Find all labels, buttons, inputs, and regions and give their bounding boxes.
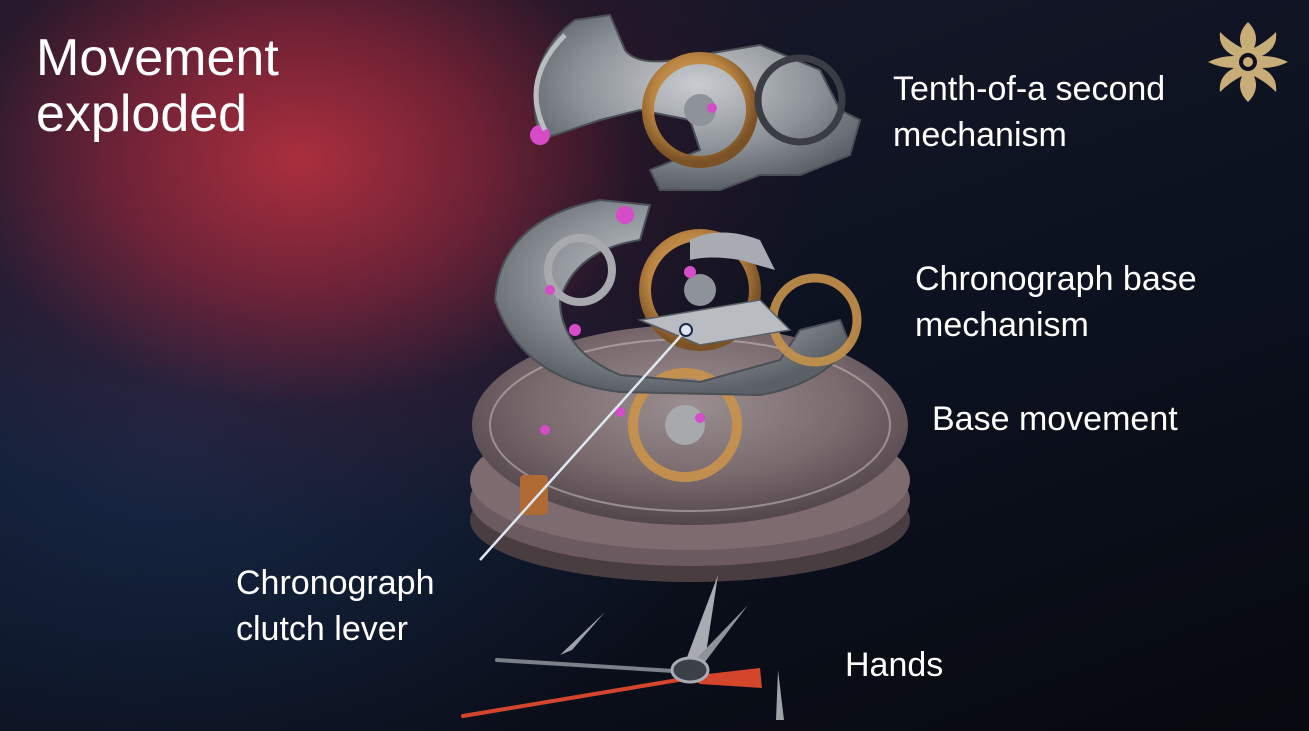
label-line: Tenth-of-a second bbox=[893, 70, 1166, 108]
label-line: Hands bbox=[845, 646, 944, 684]
chronograph-base-part bbox=[493, 198, 862, 397]
callout-dot-icon bbox=[679, 323, 693, 337]
label-line: clutch lever bbox=[236, 610, 408, 648]
label-line: Chronograph bbox=[236, 564, 435, 602]
calatrava-cross-icon bbox=[1208, 22, 1288, 102]
clutch-pointer-line bbox=[479, 329, 687, 561]
label-line: mechanism bbox=[915, 306, 1089, 344]
slide-title: Movement exploded bbox=[36, 29, 279, 143]
label-line: Chronograph base bbox=[915, 260, 1197, 298]
hands-part bbox=[461, 575, 784, 720]
tenth-second-part bbox=[530, 13, 862, 191]
label-line: mechanism bbox=[893, 116, 1067, 154]
label-base-movement: Base movement bbox=[932, 396, 1178, 442]
label-chronograph-clutch-lever: Chronograph clutch lever bbox=[236, 560, 434, 652]
base-movement-part bbox=[470, 325, 910, 582]
label-hands: Hands bbox=[845, 642, 943, 688]
label-line: Base movement bbox=[932, 400, 1178, 438]
label-tenth-second-mechanism: Tenth-of-a second mechanism bbox=[893, 66, 1165, 158]
label-chronograph-base-mechanism: Chronograph base mechanism bbox=[915, 256, 1197, 348]
